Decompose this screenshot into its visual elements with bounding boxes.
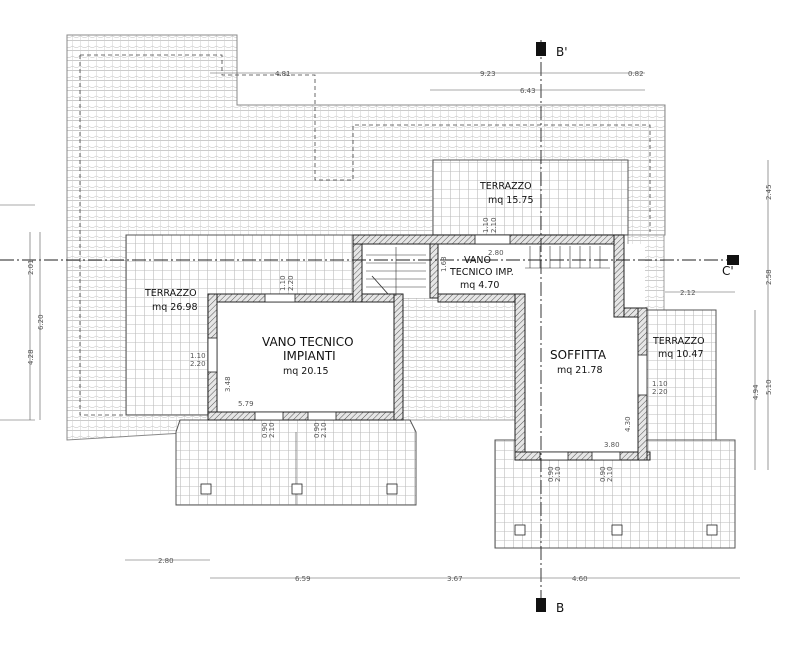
dim-label: 1.68: [440, 256, 448, 272]
wall: [514, 293, 526, 461]
room-area: mq 26.98: [152, 302, 198, 313]
room-name-line2: IMPIANTI: [283, 349, 336, 363]
room-area: mq 21.78: [557, 365, 603, 376]
dim-label: 3.67: [447, 575, 463, 583]
room-soffitta: SOFFITTA mq 21.78: [550, 348, 607, 376]
dim-label: 2.10: [320, 422, 328, 438]
room-vano-tecnico-imp: VANO TECNICO IMP. mq 4.70: [449, 255, 514, 291]
dim-label: 6.59: [295, 575, 311, 583]
vano-tecnico-floor: [217, 302, 394, 412]
door: [307, 411, 337, 421]
wall: [352, 234, 363, 303]
door: [254, 411, 284, 421]
section-marker-b-bottom: B: [536, 598, 564, 615]
section-b-top-label: B': [556, 45, 568, 59]
room-terrazzo-right: TERRAZZO mq 10.47: [652, 336, 705, 360]
window: [637, 354, 648, 396]
window: [591, 451, 621, 461]
dim-label: 3.48: [224, 376, 232, 392]
dim-label: 2.01: [27, 259, 35, 275]
openings: [207, 234, 648, 461]
dim-label: 5.79: [238, 400, 254, 408]
dimension-labels: 4.81 9.23 0.82 6.43 2.80 6.59 3.67 4.60 …: [27, 70, 773, 583]
dim-label: 2.45: [765, 184, 773, 200]
wall: [613, 234, 625, 318]
room-area: mq 15.75: [488, 195, 534, 206]
chimneys: [200, 483, 718, 536]
dim-label: 2.80: [158, 557, 174, 565]
room-name-line1: VANO TECNICO: [262, 335, 354, 349]
section-c-label: C': [722, 264, 734, 278]
dim-label: 1.10: [482, 217, 490, 233]
window: [539, 451, 569, 461]
dim-label: 2.10: [554, 466, 562, 482]
dim-label: 0.82: [628, 70, 644, 78]
dim-label: 2.20: [287, 275, 295, 291]
dim-label: 2.80: [488, 249, 504, 257]
room-area: mq 20.15: [283, 366, 329, 377]
room-terrazzo-left: TERRAZZO mq 26.98: [144, 288, 198, 313]
dim-label: 2.10: [606, 466, 614, 482]
wall: [207, 411, 404, 421]
wall: [514, 451, 651, 461]
terrazzo-right-area: [645, 309, 717, 466]
dim-label: 2.20: [652, 388, 668, 396]
wall: [437, 293, 526, 303]
window: [207, 337, 218, 373]
room-name: TERRAZZO: [144, 288, 197, 299]
dim-label: 4.30: [624, 416, 632, 432]
dim-label: 5.10: [765, 379, 773, 395]
section-marker-b-top: B': [536, 42, 568, 59]
room-terrazzo-top: TERRAZZO mq 15.75: [479, 181, 534, 206]
dim-label: 4.81: [275, 70, 291, 78]
dim-label: 3.80: [604, 441, 620, 449]
door: [474, 234, 511, 245]
window: [264, 293, 296, 303]
dim-label: 1.10: [279, 275, 287, 291]
roof-middle-lower: [402, 297, 519, 421]
stairs: [366, 246, 610, 296]
room-area: mq 4.70: [460, 280, 499, 291]
dim-label: 0.90: [261, 422, 269, 438]
dim-label: 1.10: [190, 352, 206, 360]
room-name: TERRAZZO: [652, 336, 705, 347]
dim-label: 6.43: [520, 87, 536, 95]
dim-label: 9.23: [480, 70, 496, 78]
dim-label: 2.58: [765, 269, 773, 285]
terrazzo-top-area: [432, 159, 629, 236]
soffitta-floor: [525, 244, 645, 454]
dim-label: 0.90: [599, 466, 607, 482]
dim-label: 2.10: [490, 217, 498, 233]
dim-label: 2.10: [268, 422, 276, 438]
room-vano-tecnico: VANO TECNICO IMPIANTI mq 20.15: [262, 335, 354, 377]
room-name-line1: VANO: [464, 255, 491, 266]
dim-label: 6.20: [37, 314, 45, 330]
wall: [393, 293, 404, 421]
room-name: SOFFITTA: [550, 348, 607, 362]
section-lines: [0, 40, 735, 605]
dim-label: 0.90: [313, 422, 321, 438]
dim-label: 1.10: [652, 380, 668, 388]
room-name: TERRAZZO: [479, 181, 532, 192]
dim-label: 4.28: [27, 349, 35, 365]
wall: [429, 243, 439, 299]
dim-label: 4.94: [752, 384, 760, 400]
room-name-line2: TECNICO IMP.: [449, 267, 514, 278]
dim-label: 0.90: [547, 466, 555, 482]
dim-label: 4.60: [572, 575, 588, 583]
dim-label: 2.12: [680, 289, 696, 297]
wall: [207, 293, 395, 303]
dimension-lines: [0, 72, 769, 579]
vano-imp-floor: [438, 244, 518, 294]
roof-outline-dashed: [80, 54, 651, 232]
section-marker-c: C': [722, 255, 739, 278]
section-b-bottom-label: B: [556, 601, 564, 615]
room-area: mq 10.47: [658, 349, 704, 360]
dim-label: 2.20: [190, 360, 206, 368]
